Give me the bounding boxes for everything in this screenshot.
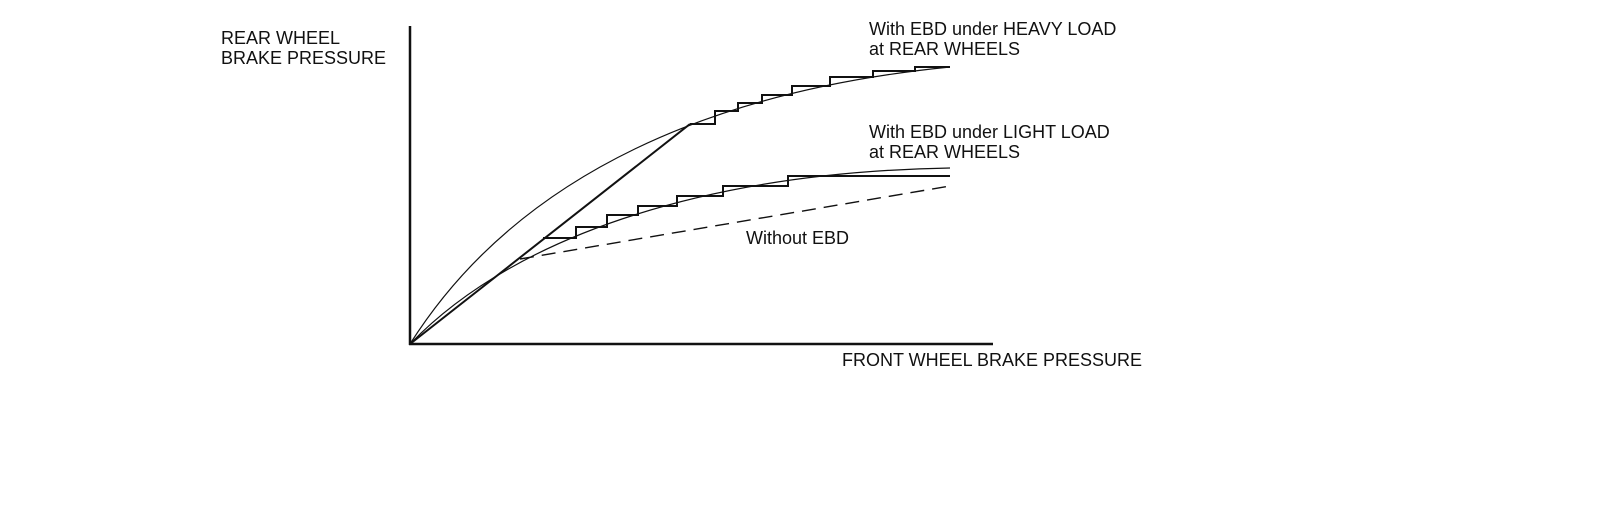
heavy-load-ideal-curve xyxy=(409,66,951,345)
heavy-load-label-line-1: With EBD under HEAVY LOAD xyxy=(869,19,1117,39)
y-axis-label: REAR WHEEL BRAKE PRESSURE xyxy=(221,28,386,68)
y-axis-label-line-2: BRAKE PRESSURE xyxy=(221,48,387,68)
x-axis-label-text: FRONT WHEEL BRAKE PRESSURE xyxy=(842,350,1143,370)
light-load-label: With EBD under LIGHT LOAD at REAR WHEELS xyxy=(869,122,1110,162)
light-load-label-line-2: at REAR WHEELS xyxy=(869,142,1021,162)
heavy-load-label: With EBD under HEAVY LOAD at REAR WHEELS xyxy=(869,19,1116,59)
y-axis-label-line-1: REAR WHEEL xyxy=(221,28,341,48)
light-load-ideal-curve xyxy=(409,167,951,345)
without-ebd-label-text: Without EBD xyxy=(746,228,850,248)
light-load-ebd-steps xyxy=(543,175,950,239)
x-axis-label: FRONT WHEEL BRAKE PRESSURE xyxy=(842,350,1142,370)
without-ebd-line xyxy=(519,185,951,260)
without-ebd-label: Without EBD xyxy=(746,228,849,248)
light-load-label-line-1: With EBD under LIGHT LOAD xyxy=(869,122,1110,142)
heavy-load-label-line-2: at REAR WHEELS xyxy=(869,39,1021,59)
initial-pressure-line xyxy=(409,123,691,345)
heavy-load-ebd-steps xyxy=(690,66,950,125)
